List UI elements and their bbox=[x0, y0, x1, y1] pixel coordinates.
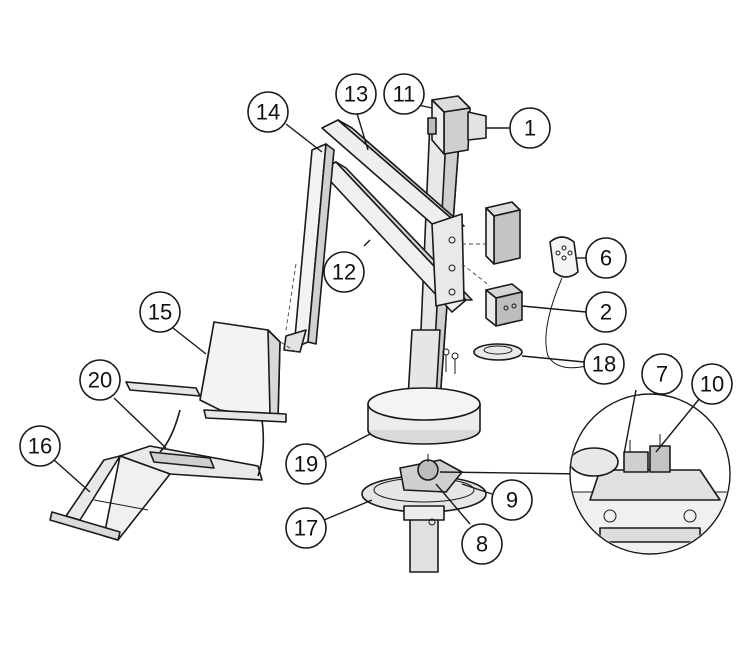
callout-label: 9 bbox=[506, 488, 518, 513]
callout-19: 19 bbox=[285, 443, 327, 485]
callout-11: 11 bbox=[383, 73, 425, 115]
callout-1: 1 bbox=[509, 107, 551, 149]
hand-control-and-charger bbox=[473, 236, 601, 369]
leader-lines bbox=[53, 101, 701, 525]
callout-7: 7 bbox=[641, 353, 683, 395]
callout-13: 13 bbox=[335, 73, 377, 115]
callout-label: 11 bbox=[393, 82, 416, 107]
callout-12: 12 bbox=[323, 251, 365, 293]
callout-label: 17 bbox=[294, 516, 318, 541]
callout-2: 2 bbox=[585, 291, 627, 333]
callout-label: 20 bbox=[88, 368, 112, 393]
battery-and-control-box bbox=[461, 201, 523, 327]
callout-10: 10 bbox=[691, 363, 733, 405]
callout-label: 15 bbox=[148, 300, 172, 325]
boom-arm bbox=[261, 119, 473, 353]
seat-assembly bbox=[49, 321, 287, 541]
callout-label: 8 bbox=[476, 532, 488, 557]
callout-label: 2 bbox=[600, 300, 612, 325]
callout-label: 19 bbox=[294, 452, 318, 477]
callout-18: 18 bbox=[583, 343, 625, 385]
callout-label: 16 bbox=[28, 434, 52, 459]
callout-14: 14 bbox=[247, 91, 289, 133]
callout-15: 15 bbox=[139, 291, 181, 333]
callout-20: 20 bbox=[79, 359, 121, 401]
callout-label: 6 bbox=[600, 246, 612, 271]
callout-label: 14 bbox=[256, 100, 280, 125]
callout-8: 8 bbox=[461, 523, 503, 565]
base-assembly bbox=[361, 348, 585, 573]
callout-17: 17 bbox=[285, 507, 327, 549]
callout-label: 1 bbox=[524, 116, 536, 141]
callout-6: 6 bbox=[585, 237, 627, 279]
actuator bbox=[427, 95, 487, 155]
callout-9: 9 bbox=[491, 479, 533, 521]
callout-16: 16 bbox=[19, 425, 61, 467]
callout-label: 10 bbox=[700, 372, 724, 397]
callout-label: 18 bbox=[592, 352, 616, 377]
callout-label: 7 bbox=[656, 362, 668, 387]
detail-magnified-view bbox=[569, 393, 731, 555]
callout-label: 13 bbox=[344, 82, 368, 107]
callout-label: 12 bbox=[332, 260, 356, 285]
